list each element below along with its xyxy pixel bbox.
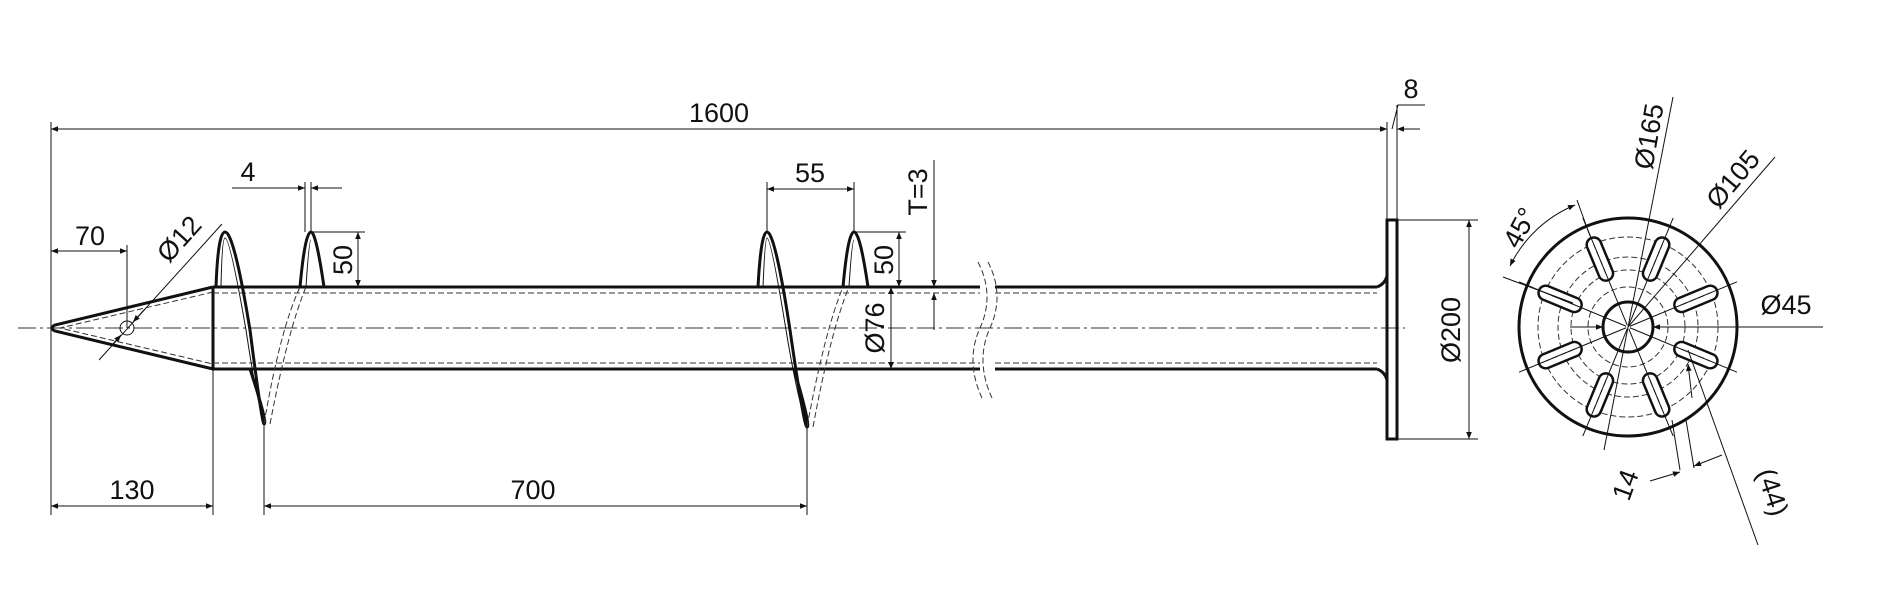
dim-outer-slot-circle-label: Ø165 — [1629, 101, 1670, 171]
dim-flange-diameter-label: Ø200 — [1436, 297, 1466, 363]
dim-cone-length: 130 — [51, 369, 214, 515]
end-view: Ø165 Ø105 Ø45 45° 14 (44) — [1497, 96, 1823, 546]
dim-tip-hole-diameter: Ø12 — [98, 210, 223, 361]
dim-blade-height-2-label: 50 — [869, 245, 899, 275]
flange — [1385, 218, 1399, 441]
dim-blade-thickness-label: 4 — [240, 157, 255, 187]
dim-blade-height-1: 50 — [311, 231, 365, 288]
dim-wall-thickness-label: T=3 — [903, 168, 933, 215]
slot-axis-line — [1628, 217, 1674, 326]
slot-axis-line — [1518, 327, 1627, 373]
dim-slot-angle-label: 45° — [1497, 203, 1543, 253]
dim-blade-spacing-label: 700 — [510, 475, 555, 505]
dim-blade-pitch: 55 — [766, 158, 855, 232]
dim-tip-hole-offset-label: 70 — [75, 221, 105, 251]
dim-tube-diameter: Ø76 — [860, 287, 894, 369]
dim-blade-thickness: 4 — [232, 157, 342, 232]
dim-blade-spacing: 700 — [263, 424, 808, 515]
slot-axis-line — [1582, 328, 1628, 437]
dim-tip-hole-diameter-label: Ø12 — [151, 210, 207, 268]
dim-slot-length-label: (44) — [1751, 465, 1794, 520]
dim-center-hole-label: Ø45 — [1760, 290, 1811, 320]
slot-axis-line — [1628, 328, 1674, 437]
dim-flange-thickness: 8 — [1370, 74, 1425, 132]
dim-overall-length: 1600 — [50, 98, 1398, 515]
dim-cone-length-label: 130 — [109, 475, 154, 505]
dim-wall-thickness: T=3 — [903, 160, 937, 330]
helix-blade-2 — [756, 230, 870, 429]
dim-overall-length-label: 1600 — [689, 98, 749, 128]
dim-tube-diameter-label: Ø76 — [860, 302, 890, 353]
dim-tip-hole-offset: 70 — [51, 221, 128, 328]
dim-flange-diameter: Ø200 — [1397, 219, 1478, 440]
dim-flange-thickness-label: 8 — [1403, 74, 1418, 104]
cone-tip — [50, 285, 215, 371]
slot-axis-line — [1629, 281, 1738, 327]
slot-axis-line — [1629, 327, 1738, 373]
dim-blade-height-2: 50 — [854, 231, 906, 287]
dim-slot-width-label: 14 — [1606, 466, 1644, 504]
dim-blade-pitch-label: 55 — [795, 158, 825, 188]
dim-blade-height-1-label: 50 — [328, 245, 358, 275]
break-lines — [972, 261, 998, 399]
